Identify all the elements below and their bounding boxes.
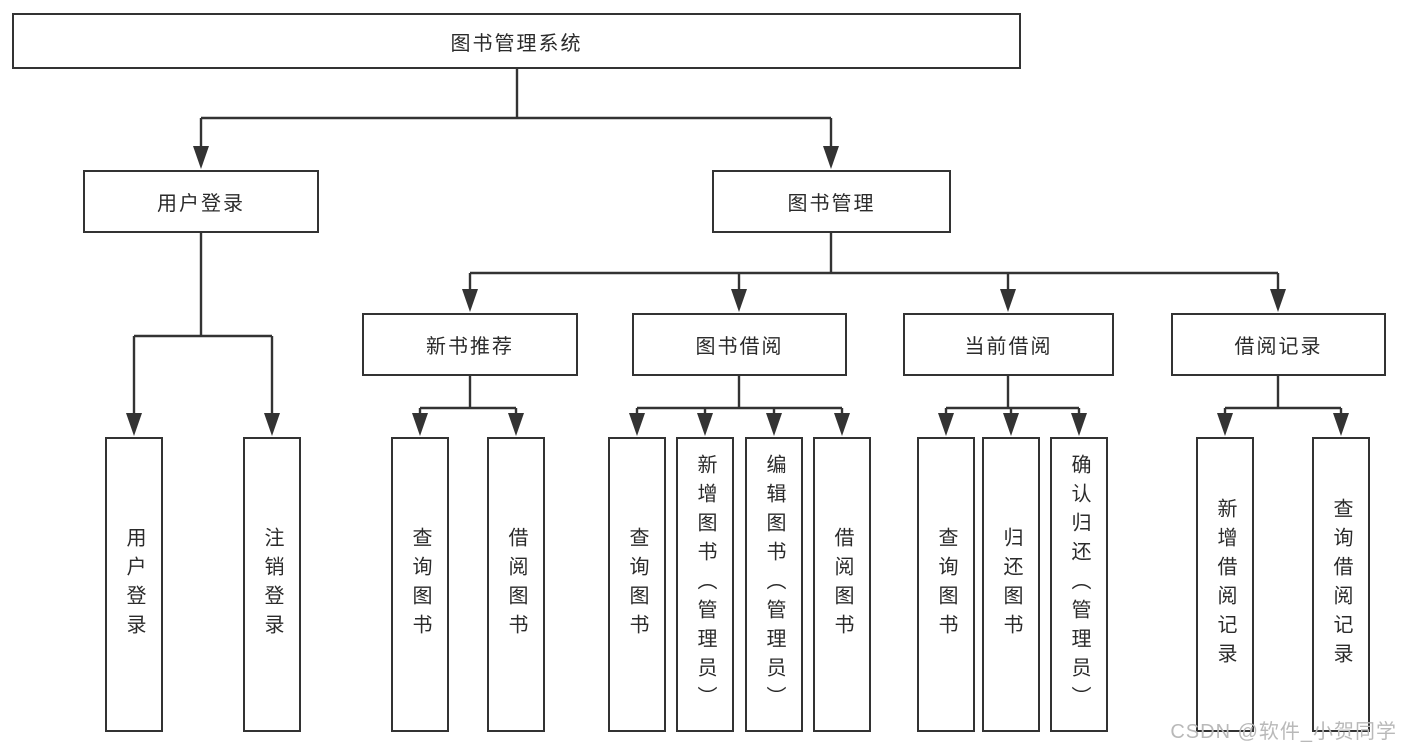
leaf-return-books: 归还图书	[982, 437, 1040, 732]
node-label: 用户登录	[123, 526, 145, 643]
node-label: 借阅记录	[1234, 336, 1323, 358]
leaf-query-books-recommend: 查询图书	[391, 437, 449, 732]
leaf-add-borrow-record: 新增借阅记录	[1196, 437, 1254, 732]
leaf-query-books-current: 查询图书	[917, 437, 975, 732]
node-book-management: 图书管理	[712, 170, 951, 233]
leaf-edit-books-admin: 编辑图书（管理员）	[745, 437, 803, 732]
node-label: 图书管理	[787, 193, 876, 215]
leaf-logout-login: 注销登录	[243, 437, 301, 732]
node-label: 确认归还（管理员）	[1068, 454, 1090, 715]
node-label: 借阅图书	[831, 526, 853, 643]
node-current-borrowing: 当前借阅	[903, 313, 1114, 376]
node-label: 用户登录	[157, 193, 245, 215]
node-label: 注销登录	[261, 526, 283, 643]
node-label: 查询借阅记录	[1330, 497, 1352, 672]
leaf-borrow-books: 借阅图书	[813, 437, 871, 732]
node-label: 新增借阅记录	[1214, 497, 1236, 672]
node-user-login: 用户登录	[83, 170, 319, 233]
leaf-user-login: 用户登录	[105, 437, 163, 732]
node-label: 编辑图书（管理员）	[763, 454, 785, 715]
leaf-add-books-admin: 新增图书（管理员）	[676, 437, 734, 732]
node-label: 归还图书	[1000, 526, 1022, 643]
node-label: 查询图书	[409, 526, 431, 643]
node-new-book-recommend: 新书推荐	[362, 313, 578, 376]
node-library-management-system: 图书管理系统	[12, 13, 1021, 69]
leaf-confirm-return-admin: 确认归还（管理员）	[1050, 437, 1108, 732]
csdn-watermark: CSDN @软件_小贺同学	[1170, 721, 1397, 743]
leaf-query-books-borrowing: 查询图书	[608, 437, 666, 732]
node-book-borrowing: 图书借阅	[632, 313, 847, 376]
node-label: 查询图书	[626, 526, 648, 643]
node-label: 借阅图书	[505, 526, 527, 643]
node-label: 图书管理系统	[450, 32, 583, 55]
node-label: 当前借阅	[964, 336, 1053, 358]
leaf-borrow-books-recommend: 借阅图书	[487, 437, 545, 732]
node-label: 新书推荐	[426, 336, 514, 358]
leaf-query-borrow-record: 查询借阅记录	[1312, 437, 1370, 732]
node-label: 新增图书（管理员）	[694, 454, 716, 715]
node-label: 图书借阅	[695, 336, 784, 358]
node-borrow-records: 借阅记录	[1171, 313, 1386, 376]
node-label: 查询图书	[935, 526, 957, 643]
